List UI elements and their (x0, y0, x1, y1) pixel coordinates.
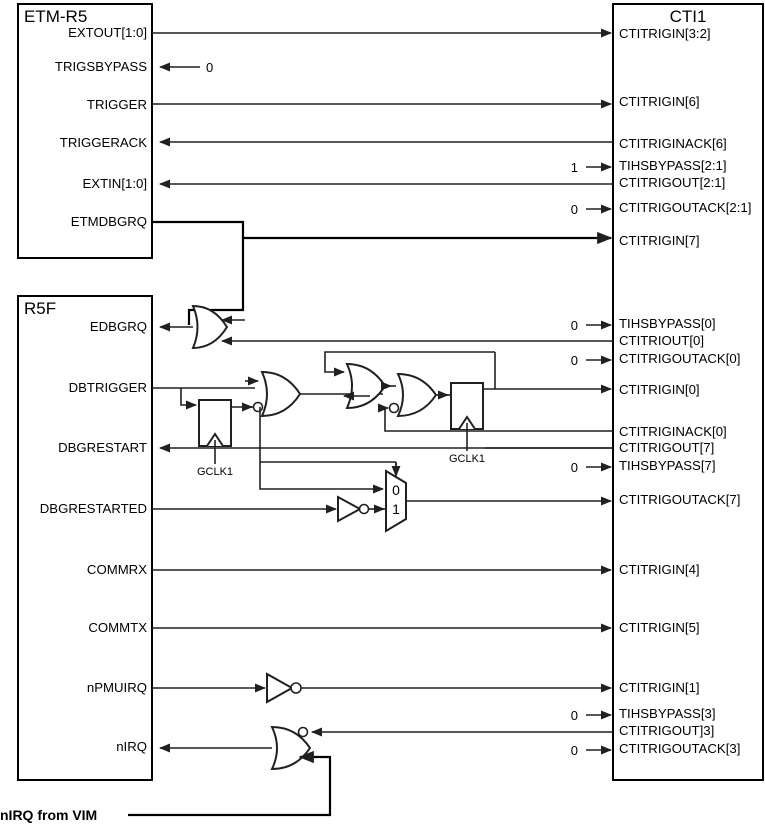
nirq-from-vim-label: nIRQ from VIM (0, 807, 97, 823)
cti-pin-label: CTITRIGOUTACK[0] (619, 351, 740, 366)
inverter-bubble (297, 726, 309, 738)
mux-dbgrestarted: 0 1 (385, 462, 613, 533)
cti-pin-label: CTITRIGIN[1] (619, 680, 700, 695)
r5f-pin-label: nIRQ (116, 739, 147, 754)
etm-r5-title: ETM-R5 (24, 7, 87, 26)
wire-mux-input0 (259, 407, 385, 494)
cti-pin-label: TIHSBYPASS[2:1] (619, 158, 727, 173)
wire-ctitriginack0 (384, 425, 613, 432)
const-label: 0 (571, 202, 578, 217)
const-label: 0 (571, 460, 578, 475)
cti-pin-label: CTITRIGIN[4] (619, 562, 700, 577)
cti-pin-label: CTITRIGIN[6] (619, 94, 700, 109)
etm-pin-labels: EXTOUT[1:0] TRIGSBYPASS TRIGGER TRIGGERA… (55, 25, 147, 229)
cti-pin-label: CTITRIGINACK[0] (619, 424, 727, 439)
r5f-pin-label: nPMUIRQ (87, 680, 147, 695)
cti-pin-label: CTITRIGOUT[2:1] (619, 175, 725, 190)
etm-r5-block: ETM-R5 (17, 3, 153, 259)
r5f-pin-label: EDBGRQ (90, 319, 147, 334)
or-gate-1 (252, 370, 383, 418)
const-label: 0 (571, 708, 578, 723)
inverter-npmuirq (266, 672, 302, 704)
dff2: GCLK1 (449, 382, 485, 465)
etm-pin-label: ETMDBGRQ (71, 214, 147, 229)
wire-etmdbgrq-to-ctitrigin7 (152, 220, 613, 245)
cti-pin-label: CTITRIGIN[3:2] (619, 26, 711, 41)
cti-pin-label: CTITRIOUT[0] (619, 333, 704, 348)
etm-pin-label: EXTOUT[1:0] (68, 25, 147, 40)
etm-cti-wires (152, 28, 613, 189)
r5f-pin-labels: EDBGRQ DBTRIGGER DBGRESTART DBGRESTARTED… (40, 319, 147, 754)
etm-pin-label: EXTIN[1:0] (83, 176, 148, 191)
cti-pin-label: TIHSBYPASS[3] (619, 706, 716, 721)
dbtrigger-chain: GCLK1 (152, 351, 613, 478)
r5f-pin-label: COMMTX (88, 620, 147, 635)
wire-nirq-from-vim (128, 750, 332, 817)
const-label: 0 (571, 318, 578, 333)
or-gate-2 (324, 351, 495, 410)
clock-label: GCLK1 (197, 466, 233, 478)
edbgrq-or-gate (158, 304, 613, 350)
cti-pin-label: CTITRIGOUT]3] (619, 723, 714, 738)
cti-pin-label: CTITRIGOUTACK[7] (619, 492, 740, 507)
clock-label: GCLK1 (449, 453, 485, 465)
cti1-title: CTI1 (670, 7, 707, 26)
inverter-dbgrestarted (337, 495, 386, 523)
r5f-pin-label: DBGRESTARTED (40, 501, 147, 516)
const-label: 0 (571, 743, 578, 758)
cti-pin-label: CTITRIGIN[0] (619, 382, 700, 397)
inverter-bubble (290, 682, 302, 694)
comm-wires (152, 565, 613, 633)
cti-pin-label: CTITRIGINACK[6] (619, 136, 727, 151)
constant-labels: 0 1 0 0 0 0 0 0 (206, 60, 578, 758)
cti-pin-label: CTITRIGOUTACK[3] (619, 741, 740, 756)
etm-pin-label: TRIGGERACK (60, 135, 147, 150)
cti-pin-label: CTITRIGIN[5] (619, 620, 700, 635)
const-label: 1 (571, 160, 578, 175)
constant-stub-wires (158, 62, 613, 755)
r5f-block: R5F (17, 295, 153, 781)
r5f-pin-label: COMMRX (87, 562, 147, 577)
cti-pin-label: CTITRIGOUTACK[2:1] (619, 200, 751, 215)
r5f-pin-label: DBTRIGGER (69, 380, 147, 395)
cti-pin-label: CTITRIGOUT[7] (619, 440, 714, 455)
inverter-bubble (252, 401, 264, 413)
const-label: 0 (571, 353, 578, 368)
r5f-title: R5F (24, 299, 56, 318)
etm-pin-label: TRIGGER (87, 97, 147, 112)
const-trigsbypass: 0 (206, 60, 213, 75)
or-gate-3 (377, 372, 450, 425)
cti-pin-label: TIHSBYPASS[7] (619, 458, 716, 473)
cti-pin-labels: CTITRIGIN[3:2] CTITRIGIN[6] CTITRIGINACK… (619, 26, 751, 756)
npmuirq-routing (152, 672, 613, 704)
cti1-block: CTI1 (612, 3, 764, 781)
dff1: GCLK1 (197, 399, 233, 478)
inverter-bubble (388, 402, 400, 414)
dbgrestarted-mux-group: 0 1 (152, 407, 613, 533)
mux-input-0-label: 0 (392, 482, 400, 498)
wire-dbtrigger-to-dff1 (180, 388, 198, 410)
wire-ack-to-or3 (377, 403, 390, 425)
inverter-bubble (358, 503, 370, 515)
cti-pin-label: TIHSBYPASS[0] (619, 316, 716, 331)
wire-etmdbgrq-branch-to-or (187, 238, 245, 325)
nirq-or-gate-group: nIRQ from VIM (0, 725, 613, 823)
wire-dff2-feedback (324, 351, 495, 377)
r5f-pin-label: DBGRESTART (58, 440, 147, 455)
cti-pin-label: CTITRIGIN[7] (619, 233, 700, 248)
etmdbgrq-routing (152, 220, 613, 325)
etm-pin-label: TRIGSBYPASS (55, 59, 147, 74)
mux-input-1-label: 1 (392, 501, 400, 517)
